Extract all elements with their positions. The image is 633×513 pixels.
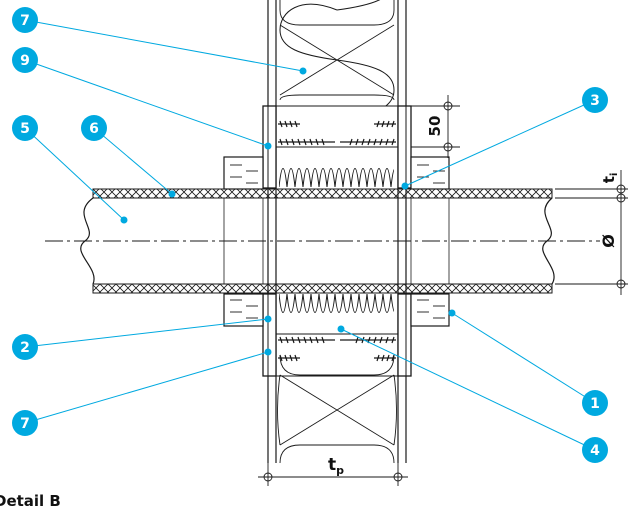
callout-marker-7-bottom: 7 xyxy=(12,410,38,436)
svg-text:ti: ti xyxy=(600,173,620,184)
callout-marker-2: 2 xyxy=(12,334,38,360)
callout-3-label: 3 xyxy=(590,93,600,109)
callout-5-label: 5 xyxy=(20,121,30,137)
pipe xyxy=(80,188,555,294)
leader-lines xyxy=(24,19,596,451)
callout-marker-9: 9 xyxy=(12,47,38,73)
dimension-ti-letter: t xyxy=(600,176,618,183)
callout-markers: 7 9 5 6 3 2 7 1 xyxy=(12,7,608,463)
wall-section xyxy=(267,0,407,463)
wall-insulation-bottom xyxy=(277,354,397,463)
callout-marker-5: 5 xyxy=(12,115,38,141)
leader-endpoints xyxy=(120,67,456,356)
dimension-diameter: Ø xyxy=(599,234,618,248)
callout-marker-7-top: 7 xyxy=(12,7,38,33)
callout-marker-3: 3 xyxy=(582,87,608,113)
dimension-50: 50 xyxy=(426,116,444,137)
callout-7-bottom-label: 7 xyxy=(20,416,30,432)
callout-7-top-label: 7 xyxy=(20,13,30,29)
callout-9-label: 9 xyxy=(20,53,30,69)
sealant-collars xyxy=(223,156,450,327)
annular-insulation xyxy=(276,146,398,335)
dimension-50-label: 50 xyxy=(426,116,444,137)
dimension-lines xyxy=(258,95,628,486)
callout-marker-1: 1 xyxy=(582,390,608,416)
wall-insulation-top xyxy=(279,0,395,106)
dimension-tp: tp xyxy=(328,455,344,477)
dimension-diameter-label: Ø xyxy=(599,234,618,248)
callout-4-label: 4 xyxy=(590,443,600,459)
callout-6-label: 6 xyxy=(89,121,99,137)
detail-caption: Detail B xyxy=(0,492,61,510)
dimension-tp-subscript: p xyxy=(336,464,344,477)
callout-1-label: 1 xyxy=(590,396,600,412)
dimension-tp-letter: t xyxy=(328,455,336,475)
callout-marker-6: 6 xyxy=(81,115,107,141)
callout-marker-4: 4 xyxy=(582,437,608,463)
callout-2-label: 2 xyxy=(20,340,30,356)
dimension-ti: ti xyxy=(600,173,620,184)
dimension-ti-subscript: i xyxy=(609,173,620,176)
